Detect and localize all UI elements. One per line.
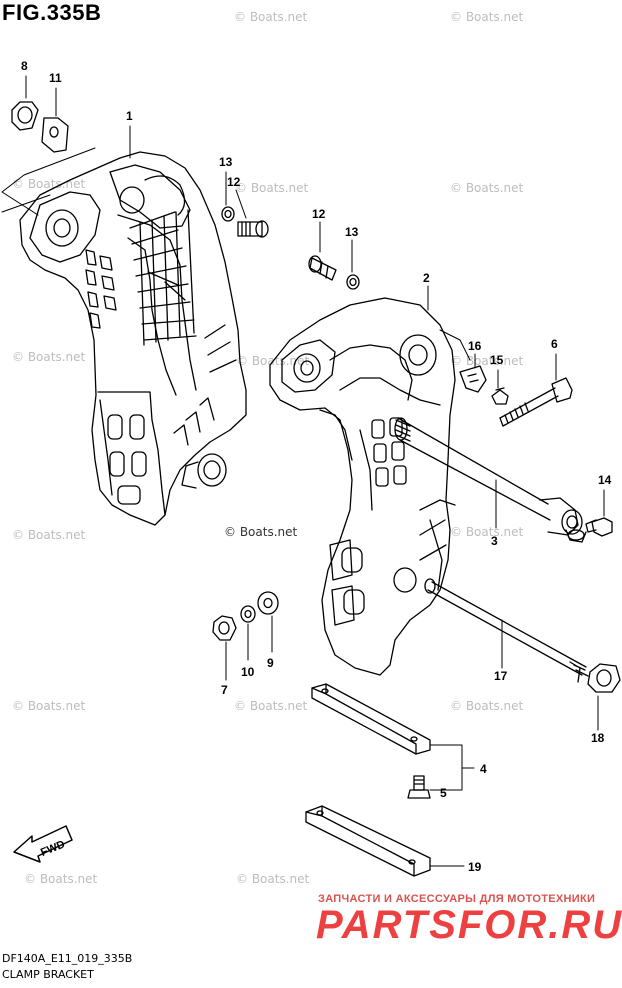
watermark-center: © Boats.net	[224, 525, 298, 539]
part-7-nut	[212, 615, 237, 641]
watermark: © Boats.net	[12, 177, 86, 191]
promo-tagline: ЗАПЧАСТИ И АКСЕССУАРЫ ДЛЯ МОТОТЕХНИКИ	[318, 893, 596, 905]
watermark: © Boats.net	[450, 525, 524, 539]
watermark: © Boats.net	[24, 872, 98, 886]
part-3-tilt-tube	[394, 417, 587, 543]
part-9-washer	[257, 591, 279, 615]
figure-title: FIG.335B	[2, 0, 102, 25]
callout-7: 7	[221, 683, 228, 697]
callout-15: 15	[490, 353, 504, 367]
callout-2: 2	[423, 271, 430, 285]
callout-numbers: 8 11 1 13 12 12 13 2 16 15 6 14 3 17 18 …	[21, 59, 612, 874]
watermark: © Boats.net	[235, 181, 309, 195]
leader-lines	[25, 75, 605, 867]
watermark: © Boats.net	[234, 10, 308, 24]
part-16-clip	[459, 365, 487, 393]
fwd-label: FWD	[39, 838, 67, 859]
part-1-clamp-bracket-left	[1, 147, 247, 526]
watermark: © Boats.net	[450, 181, 524, 195]
part-5-bolt	[407, 775, 431, 799]
callout-14: 14	[598, 473, 612, 487]
part-12-bolt-upper	[237, 220, 269, 238]
figure-caption: CLAMP BRACKET	[2, 968, 94, 981]
part-10-lock-washer	[240, 605, 256, 623]
watermark: © Boats.net	[12, 528, 86, 542]
part-14-bolt	[585, 517, 613, 537]
callout-6: 6	[551, 337, 558, 351]
watermark: © Boats.net	[236, 872, 310, 886]
part-2-clamp-bracket-right	[269, 297, 471, 676]
callout-12-upper: 12	[227, 175, 241, 189]
fwd-arrow-icon: FWD	[13, 825, 73, 863]
callout-13-upper: 13	[219, 155, 233, 169]
callout-17: 17	[494, 669, 508, 683]
callout-10: 10	[241, 665, 255, 679]
callout-3: 3	[491, 534, 498, 548]
watermark: © Boats.net	[12, 350, 86, 364]
watermark: © Boats.net	[450, 10, 524, 24]
part-12-bolt-lower	[308, 255, 337, 281]
callout-8: 8	[21, 59, 28, 73]
callout-5: 5	[440, 786, 447, 800]
part-13-washer-upper	[221, 206, 235, 222]
callout-16: 16	[468, 339, 482, 353]
callout-18: 18	[591, 731, 605, 745]
promo-logo: PARTSFOR.RU	[316, 903, 622, 947]
watermark: © Boats.net	[450, 699, 524, 713]
figure-code: DF140A_E11_019_335B	[2, 952, 133, 965]
part-11-plate	[41, 117, 69, 153]
callout-11: 11	[49, 71, 62, 85]
callout-1: 1	[126, 109, 133, 123]
callout-4: 4	[480, 762, 487, 776]
part-17-rod	[424, 578, 589, 683]
watermark: © Boats.net	[234, 699, 308, 713]
part-8-nut	[11, 101, 39, 131]
part-4-spacer	[311, 683, 431, 755]
part-6-bolt	[499, 377, 573, 427]
part-15-screw	[491, 387, 509, 405]
callout-13-lower: 13	[345, 225, 359, 239]
part-13-washer-lower	[346, 274, 360, 290]
callout-19: 19	[468, 860, 482, 874]
part-18-nut	[587, 663, 621, 693]
callout-9: 9	[267, 656, 274, 670]
callout-12-lower: 12	[312, 207, 326, 221]
part-19-spacer	[305, 805, 431, 877]
watermark: © Boats.net	[12, 699, 86, 713]
